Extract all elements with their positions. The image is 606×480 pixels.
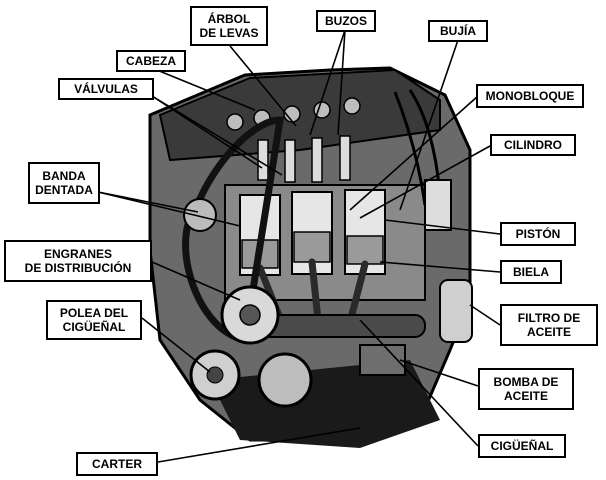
label-arbol-de-levas: ÁRBOL DE LEVAS <box>190 6 268 46</box>
label-valvulas: VÁLVULAS <box>58 78 154 100</box>
label-cigueñal: CIGÜEÑAL <box>478 434 566 458</box>
label-banda-dentada: BANDA DENTADA <box>28 162 100 204</box>
label-cabeza: CABEZA <box>116 50 186 72</box>
label-carter: CARTER <box>76 452 158 476</box>
label-biela: BIELA <box>500 260 562 284</box>
label-buzos: BUZOS <box>316 10 376 32</box>
label-filtro-de-aceite: FILTRO DE ACEITE <box>500 304 598 346</box>
label-cilindro: CILINDRO <box>490 134 576 156</box>
label-piston: PISTÓN <box>500 222 576 246</box>
label-polea-del-cigueñal: POLEA DEL CIGÜEÑAL <box>46 300 142 340</box>
label-bomba-de-aceite: BOMBA DE ACEITE <box>478 368 574 410</box>
label-bujia: BUJÍA <box>428 20 488 42</box>
label-engranes-de-distribucion: ENGRANES DE DISTRIBUCIÓN <box>4 240 152 282</box>
label-monobloque: MONOBLOQUE <box>476 84 584 108</box>
